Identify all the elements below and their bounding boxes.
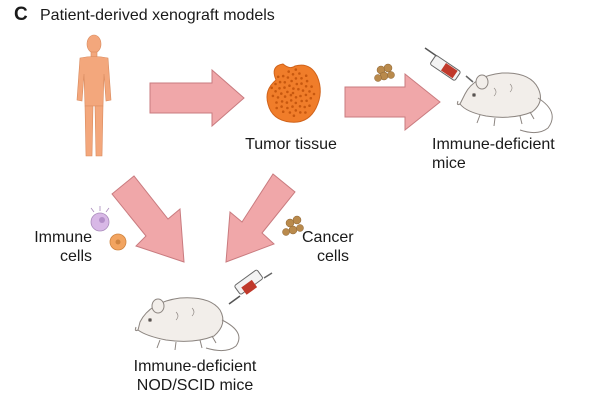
- tumor-texture-dot: [300, 77, 303, 80]
- label-line: Immune: [34, 229, 92, 246]
- tumor-texture-dot: [283, 86, 286, 89]
- tumor-texture-dot: [278, 87, 281, 90]
- tumor-tissue-icon: [266, 63, 321, 123]
- tumor-texture-dot: [288, 111, 292, 114]
- tumor-texture-dot: [278, 80, 282, 84]
- tumor-texture-dot: [283, 81, 287, 84]
- tumor-texture-dot: [286, 76, 290, 79]
- arrow-tumor-to-mice: [344, 72, 441, 132]
- label-nod-scid-mice: Immune-deficient NOD/SCID mice: [110, 357, 280, 395]
- label-line: mice: [432, 155, 466, 172]
- arrow-human-to-nod-scid: [111, 175, 185, 263]
- human-figure-icon: [76, 34, 112, 157]
- label-immune-cells: Immune cells: [22, 228, 92, 266]
- tumor-texture-dot: [305, 79, 309, 83]
- tumor-texture-dot: [281, 110, 285, 113]
- cancer-cells-top-icon: [374, 63, 395, 82]
- tumor-texture-dot: [280, 100, 284, 103]
- tumor-texture-dot: [300, 82, 303, 85]
- label-line: Immune-deficient: [432, 136, 555, 153]
- tumor-texture-dot: [309, 96, 313, 100]
- tumor-texture-dot: [312, 92, 316, 96]
- tumor-texture-dot: [294, 77, 298, 80]
- tumor-texture-dot: [274, 82, 277, 86]
- tumor-texture-dot: [303, 105, 307, 109]
- tumor-texture-dot: [294, 101, 298, 105]
- label-immune-deficient-mice: Immune-deficient mice: [432, 135, 555, 173]
- tumor-texture-dot: [281, 74, 285, 78]
- tumor-texture-dot: [289, 93, 293, 97]
- tumor-texture-dot: [288, 84, 291, 87]
- tumor-texture-dot: [275, 101, 278, 104]
- tumor-texture-dot: [287, 70, 291, 73]
- tumor-texture-dot: [294, 109, 298, 112]
- tumor-texture-dot: [276, 96, 280, 99]
- tumor-texture-dot: [280, 105, 283, 108]
- tumor-texture-dot: [290, 79, 293, 83]
- tumor-texture-dot: [270, 86, 274, 90]
- tumor-texture-dot: [291, 91, 295, 95]
- tumor-texture-dot: [294, 96, 298, 99]
- tumor-texture-dot: [299, 111, 302, 114]
- tumor-texture-dot: [299, 94, 302, 98]
- tumor-texture-dot: [301, 89, 305, 92]
- tumor-texture-dot: [304, 111, 307, 114]
- label-line: Cancer: [302, 229, 354, 246]
- label-line: NOD/SCID mice: [136, 377, 254, 394]
- tumor-texture-dot: [292, 87, 295, 90]
- tumor-texture-dot: [298, 105, 302, 108]
- tumor-texture-dot: [286, 106, 289, 110]
- mouse-top-icon: [456, 72, 553, 134]
- tumor-texture-dot: [275, 106, 279, 110]
- cancer-cells-mid-icon: [282, 215, 304, 236]
- tumor-texture-dot: [308, 104, 311, 107]
- tumor-texture-dot: [285, 101, 289, 104]
- tumor-texture-dot: [283, 95, 287, 98]
- label-line: Immune-deficient: [133, 358, 257, 375]
- syringe-top-icon: [424, 47, 474, 83]
- tumor-texture-dot: [289, 99, 293, 102]
- tumor-texture-dot: [304, 74, 308, 77]
- arrow-human-to-tumor: [149, 68, 245, 128]
- tumor-texture-dot: [304, 93, 308, 97]
- arrow-tumor-to-nod-scid: [225, 173, 296, 263]
- tumor-texture-dot: [297, 87, 300, 91]
- syringe-bottom-icon: [228, 269, 273, 305]
- tumor-texture-dot: [298, 72, 301, 75]
- panel-letter: C: [14, 4, 28, 25]
- label-tumor-tissue: Tumor tissue: [245, 136, 337, 153]
- tumor-texture-dot: [292, 114, 296, 117]
- tumor-texture-dot: [300, 99, 304, 103]
- tumor-texture-dot: [295, 82, 299, 86]
- tumor-texture-dot: [291, 105, 294, 108]
- tumor-texture-dot: [286, 90, 289, 94]
- tumor-texture-dot: [310, 85, 313, 88]
- tumor-texture-dot: [276, 75, 280, 79]
- tumor-texture-dot: [271, 94, 275, 98]
- panel-title: Patient-derived xenograft models: [40, 7, 275, 24]
- tumor-texture-dot: [308, 90, 311, 93]
- label-cancer-cells: Cancer cells: [302, 228, 364, 266]
- immune-cells-icon: [90, 206, 127, 251]
- tumor-texture-dot: [280, 92, 283, 95]
- tumor-texture-dot: [305, 99, 308, 103]
- mouse-bottom-icon: [134, 297, 240, 352]
- label-line: cells: [316, 248, 349, 265]
- tumor-texture-dot: [294, 68, 298, 71]
- tumor-texture-dot: [291, 73, 295, 76]
- label-line: cells: [59, 248, 92, 265]
- tumor-texture-dot: [274, 90, 277, 93]
- tumor-texture-dot: [304, 85, 308, 88]
